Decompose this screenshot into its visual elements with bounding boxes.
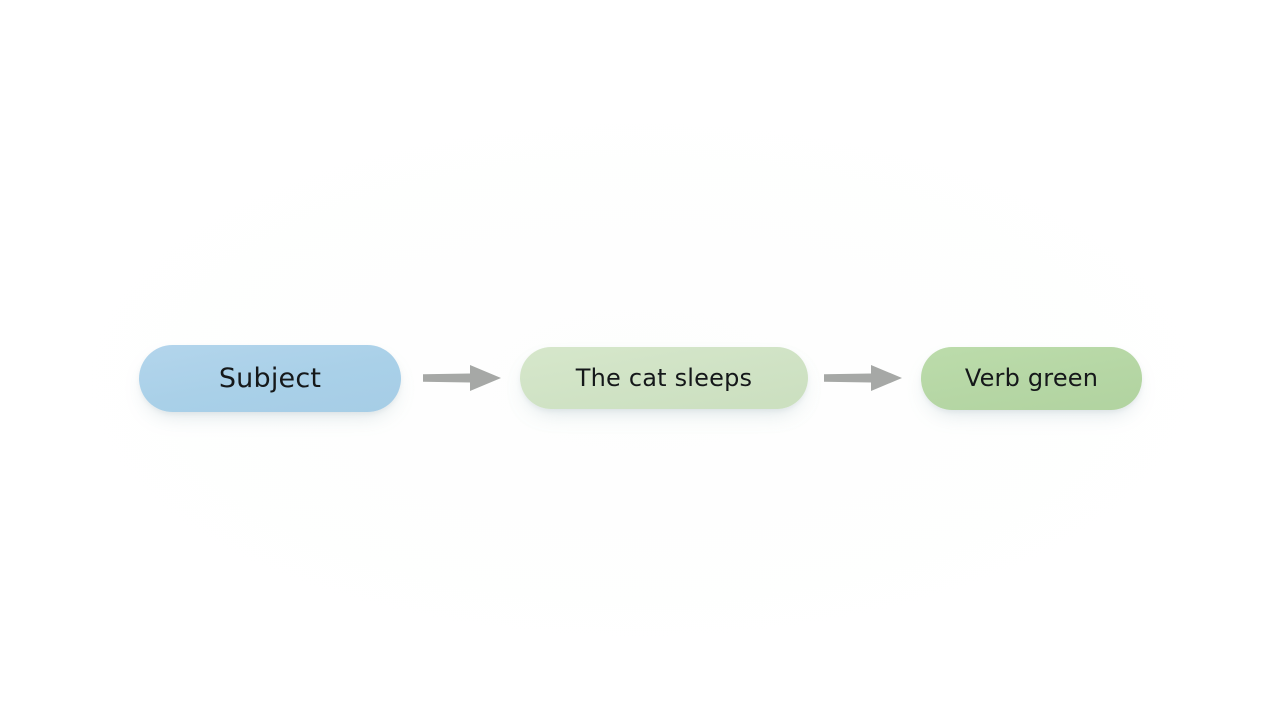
node-subject-label: Subject bbox=[218, 362, 322, 394]
node-verb-label: Verb green bbox=[964, 364, 1099, 392]
node-verb[interactable]: Verb green bbox=[921, 346, 1142, 410]
arrow-sentence-to-verb-icon bbox=[824, 363, 902, 393]
node-subject[interactable]: Subject bbox=[139, 344, 401, 412]
arrow-subject-to-sentence-icon bbox=[423, 363, 501, 393]
node-sentence[interactable]: The cat sleeps bbox=[520, 347, 808, 409]
flow-diagram: Subject The cat sleeps Verb green bbox=[139, 344, 1142, 412]
node-sentence-label: The cat sleeps bbox=[575, 364, 753, 392]
